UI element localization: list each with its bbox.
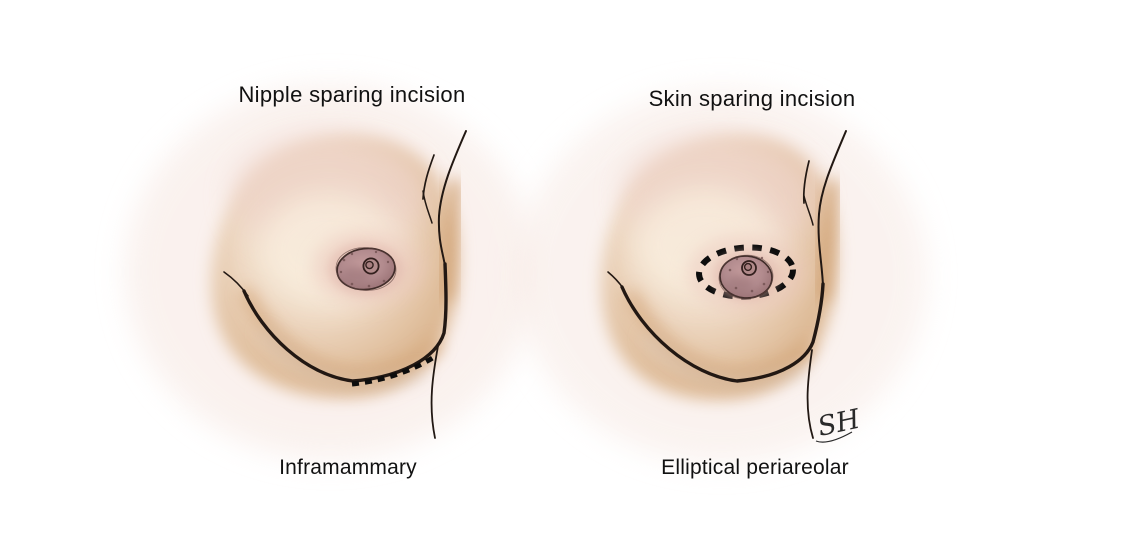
right-figure-title: Skin sparing incision bbox=[648, 86, 856, 111]
left-figure-title: Nipple sparing incision bbox=[238, 82, 466, 107]
under-breast-shadow bbox=[641, 331, 807, 388]
left-figure-caption: Inframammary bbox=[279, 456, 417, 479]
axilla-fold-tail bbox=[422, 190, 433, 224]
areola-nipple-left bbox=[328, 242, 404, 296]
areola-dark-patch bbox=[727, 275, 753, 293]
torso-upper-contour bbox=[817, 130, 847, 287]
areola-sketch-outline bbox=[335, 247, 397, 291]
body-contour-lines bbox=[607, 130, 847, 439]
signature-underline bbox=[815, 431, 853, 443]
torso-lower-contour bbox=[806, 349, 814, 439]
montgomery-dots bbox=[339, 250, 390, 288]
torso-upper-contour bbox=[437, 130, 467, 267]
nipple-inner bbox=[365, 260, 374, 270]
figure-skin-sparing: SH bbox=[517, 88, 927, 464]
fold-shading bbox=[238, 287, 444, 384]
nipple-inner bbox=[743, 262, 753, 272]
areola-sketch-outline bbox=[718, 254, 774, 300]
torso-lower-contour bbox=[430, 345, 439, 439]
axilla-fold-tail bbox=[803, 195, 814, 226]
inframammary-incision-dotted-line bbox=[351, 354, 436, 387]
areola-nipple-right bbox=[713, 250, 779, 302]
montgomery-dots bbox=[728, 256, 770, 293]
under-breast-shadow bbox=[257, 327, 427, 389]
right-figure-caption: Elliptical periareolar bbox=[661, 456, 849, 479]
figure-nipple-sparing bbox=[125, 84, 535, 460]
breast-lower-curve bbox=[620, 282, 825, 383]
fold-shading bbox=[623, 288, 816, 384]
axilla-fold-line bbox=[802, 160, 810, 204]
